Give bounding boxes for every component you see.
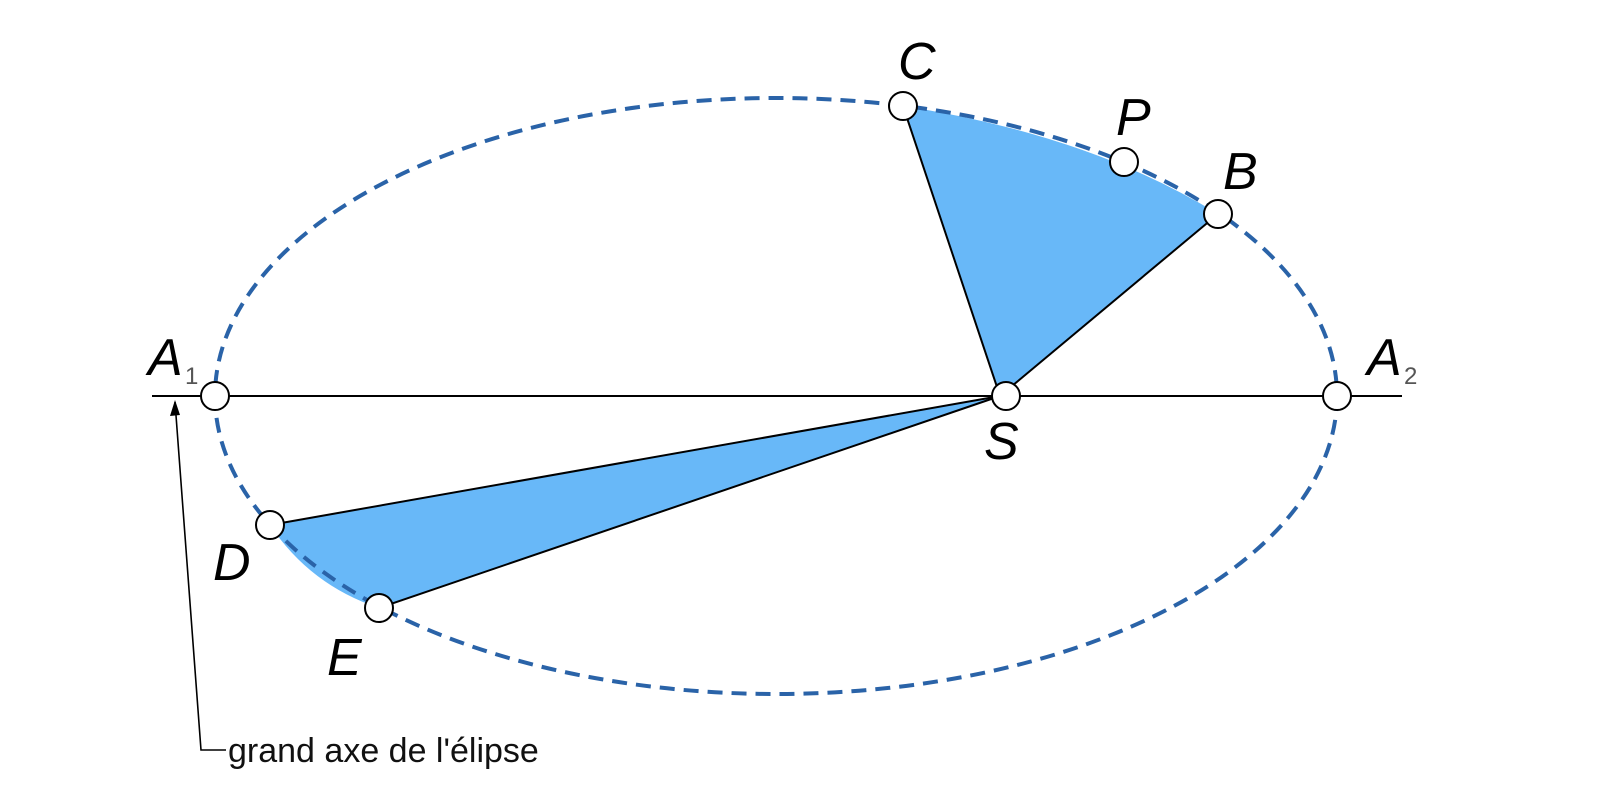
label-a1: A [145, 329, 183, 387]
radius-sc [902, 105, 1001, 397]
label-d: D [213, 534, 251, 592]
label-a2: A [1364, 329, 1402, 387]
point-s-marker [991, 381, 1021, 411]
annotation-arrowhead [170, 400, 180, 416]
point-a1-marker [200, 381, 230, 411]
radius-sd [269, 395, 1001, 526]
label-b: B [1223, 143, 1258, 201]
major-axis-annotation: grand axe de l'élipse [228, 732, 539, 770]
radius-sb [999, 213, 1219, 397]
label-c: C [898, 33, 936, 91]
point-e-marker [364, 593, 394, 623]
point-b-marker [1203, 199, 1233, 229]
point-c-marker [888, 91, 918, 121]
sector-dse [270, 396, 1000, 608]
point-a2-marker [1322, 381, 1352, 411]
label-a2-index: 2 [1404, 363, 1417, 390]
annotation-leader-line [174, 401, 226, 751]
label-e: E [327, 629, 363, 687]
label-a1-index: 1 [185, 363, 198, 390]
label-p: P [1116, 89, 1151, 147]
sector-csb [903, 106, 1218, 396]
label-s: S [984, 413, 1019, 471]
radius-se [378, 395, 1001, 609]
point-d-marker [255, 510, 285, 540]
point-p-marker [1109, 147, 1139, 177]
